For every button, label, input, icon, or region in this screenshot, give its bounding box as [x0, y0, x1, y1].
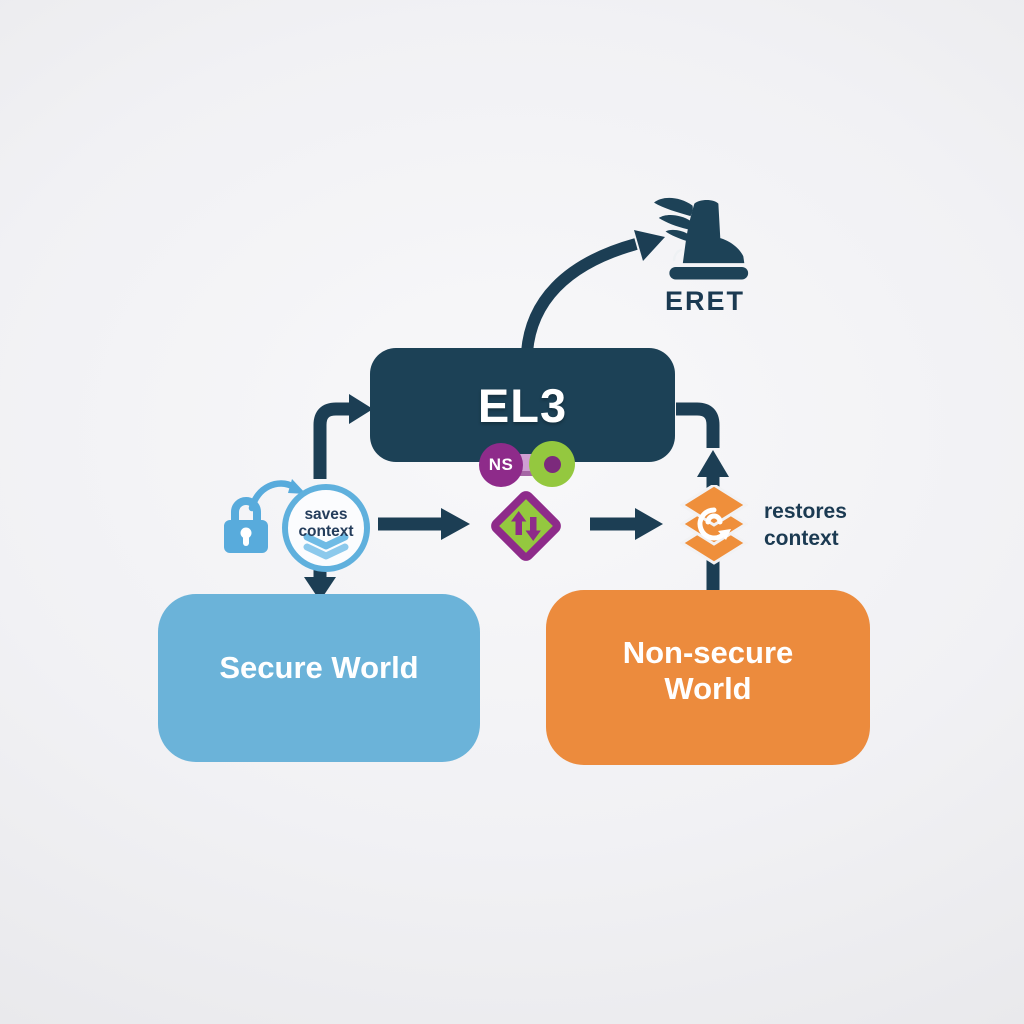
non-secure-world-label: Non-secure World — [622, 634, 794, 706]
ns-toggle-dot — [543, 455, 561, 473]
el3-node: EL3 — [370, 348, 675, 462]
secure-world-label: Secure World — [219, 650, 419, 686]
saves-context-label: saves context — [298, 506, 354, 540]
restores-context-label: restores context — [764, 500, 847, 550]
non-secure-world-box: Non-secure World — [546, 590, 870, 765]
eret-group: ERET — [640, 194, 770, 320]
arrow-secure-to-el3 — [313, 394, 373, 479]
ns-toggle-knob: NS — [479, 443, 523, 487]
padlock-icon — [224, 497, 268, 553]
ns-label: NS — [488, 455, 514, 474]
up-down-arrows-diamond-icon — [487, 487, 565, 565]
chevrons-down-icon — [303, 533, 349, 560]
eret-label: ERET — [664, 286, 745, 316]
secure-world-box: Secure World — [158, 594, 480, 762]
el3-label: EL3 — [477, 378, 568, 432]
saves-context-badge: saves context — [282, 484, 370, 572]
winged-boot-icon — [654, 197, 749, 280]
ns-toggle-ring — [529, 441, 575, 487]
arrow-switch-to-restores — [590, 508, 663, 540]
ns-toggle-switch-icon: NS — [479, 441, 575, 489]
up-down-arrows — [511, 511, 541, 541]
layers-refresh-icon — [680, 485, 748, 565]
arrow-saves-to-switch — [378, 508, 470, 540]
